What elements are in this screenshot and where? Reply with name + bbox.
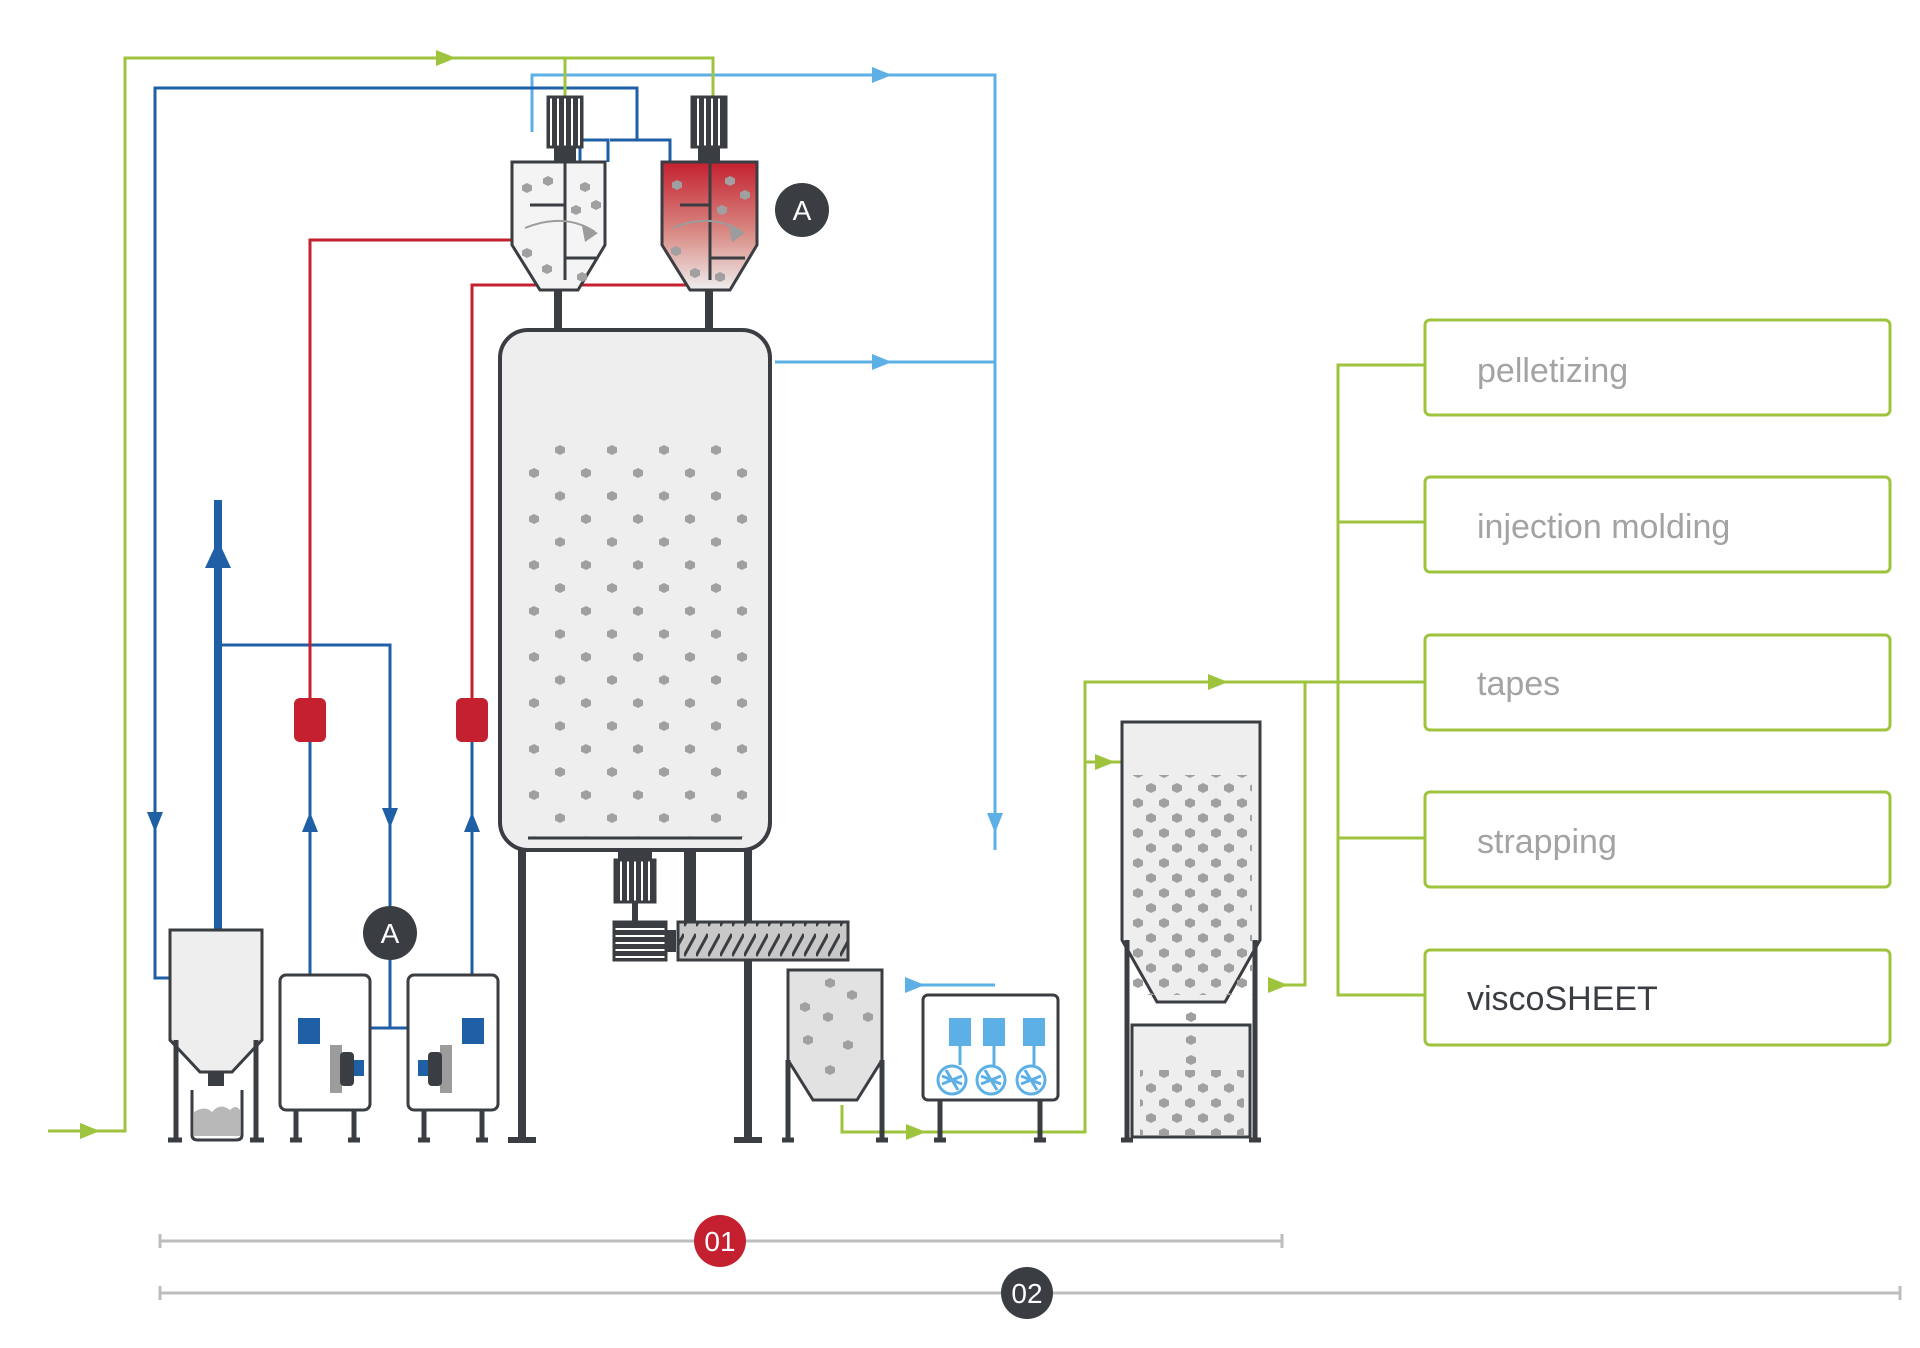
arrow-green-inlet — [80, 1123, 100, 1139]
arrow-darkblue-left — [147, 812, 163, 832]
output-viscosheet: viscoSHEET — [1423, 948, 1892, 1047]
arrow-blue-hopper — [905, 977, 925, 993]
stage-01-range: 01 — [158, 1215, 1284, 1267]
arrow-riser — [205, 540, 231, 568]
marker-a-reactor: A — [775, 183, 829, 237]
discharge-screw-conveyor — [612, 850, 850, 962]
heater-left — [294, 698, 326, 742]
marker-a-pumps: A — [363, 906, 417, 960]
product-silo — [1120, 720, 1262, 1143]
transfer-hopper — [782, 968, 888, 1143]
arrow-darkblue-up2 — [464, 812, 480, 832]
output-injection-molding: injection molding — [1423, 475, 1892, 574]
output-viscosheet-label: viscoSHEET — [1467, 980, 1658, 1018]
arrow-green-top — [436, 50, 456, 66]
pre-crystallizer-vessel — [510, 95, 607, 330]
output-injection-molding-label: injection molding — [1477, 508, 1730, 546]
feed-hopper — [168, 928, 264, 1143]
stage-02-label: 02 — [1011, 1278, 1042, 1309]
stage-02-range: 02 — [158, 1267, 1902, 1319]
stage-01-label: 01 — [704, 1226, 735, 1257]
output-tapes-label: tapes — [1477, 665, 1560, 703]
arrow-blue-down — [987, 813, 1003, 833]
arrow-blue-top — [872, 67, 892, 83]
ssp-reactor — [498, 328, 772, 1143]
arrow-green-cooler — [906, 1124, 926, 1140]
heater-right — [456, 698, 488, 742]
crystallizer-vessel — [660, 95, 759, 330]
output-strapping: strapping — [1423, 790, 1892, 889]
output-applications: pelletizing injection molding tapes stra… — [1423, 318, 1892, 1047]
arrow-darkblue-mid — [382, 808, 398, 828]
output-tapes: tapes — [1423, 633, 1892, 732]
arrow-green-return — [1268, 977, 1288, 993]
cooling-fan-unit — [921, 993, 1060, 1143]
flow-arrows — [80, 50, 1288, 1140]
heating-lines — [308, 238, 728, 720]
output-strapping-label: strapping — [1477, 823, 1617, 861]
output-pelletizing-label: pelletizing — [1477, 352, 1628, 390]
arrow-green-dist — [1208, 674, 1228, 690]
output-pelletizing: pelletizing — [1423, 318, 1892, 417]
arrow-green-silo — [1095, 754, 1115, 770]
pump-skid-right — [406, 973, 500, 1143]
pump-skid-left — [278, 973, 372, 1143]
marker-a-reactor-label: A — [793, 195, 812, 226]
arrow-blue-reactor — [872, 354, 892, 370]
arrow-darkblue-up1 — [302, 812, 318, 832]
marker-a-pumps-label: A — [381, 918, 400, 949]
